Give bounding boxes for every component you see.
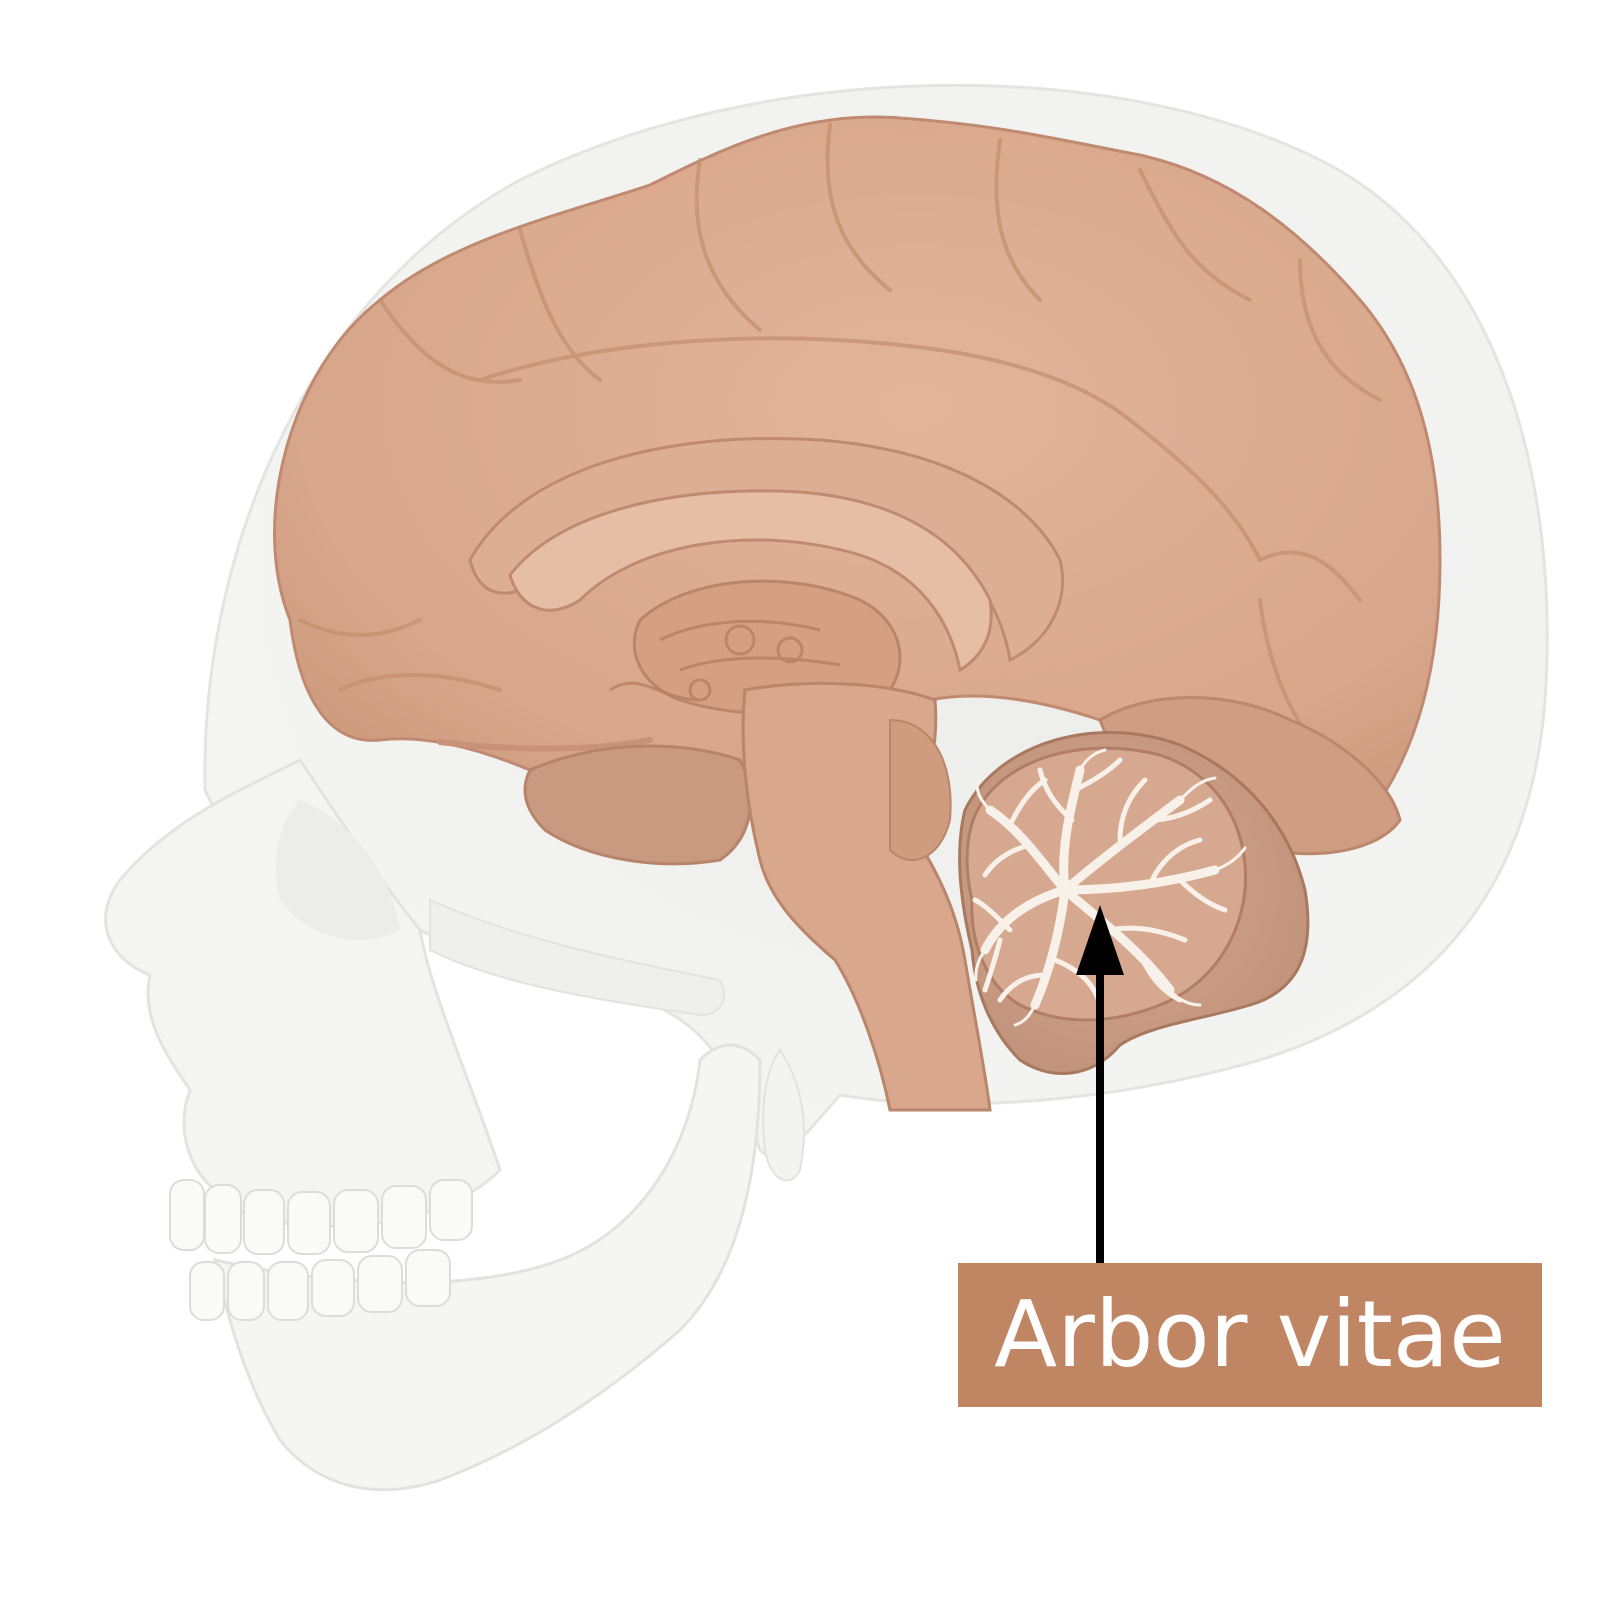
pointer-arrow [1076,905,1124,1263]
brainstem [741,681,992,1112]
mandible [213,1043,762,1492]
brain [273,115,1442,1112]
olfactory-tract [437,737,653,752]
lower-teeth [189,1249,451,1321]
label-text: Arbor vitae [994,1281,1506,1388]
orbit [276,800,400,940]
cerebellum [958,731,1310,1075]
temporal-lobe [523,744,752,866]
mastoid-process [762,1048,805,1182]
zygomatic-arch [429,898,725,1017]
arbor-vitae-label: Arbor vitae [958,1263,1542,1407]
pons [889,718,952,861]
corpus-callosum [508,489,993,673]
deep-structure-details [609,619,841,702]
arbor-vitae [972,748,1247,1027]
label-box-background [958,1263,1542,1407]
upper-teeth [169,1179,473,1255]
